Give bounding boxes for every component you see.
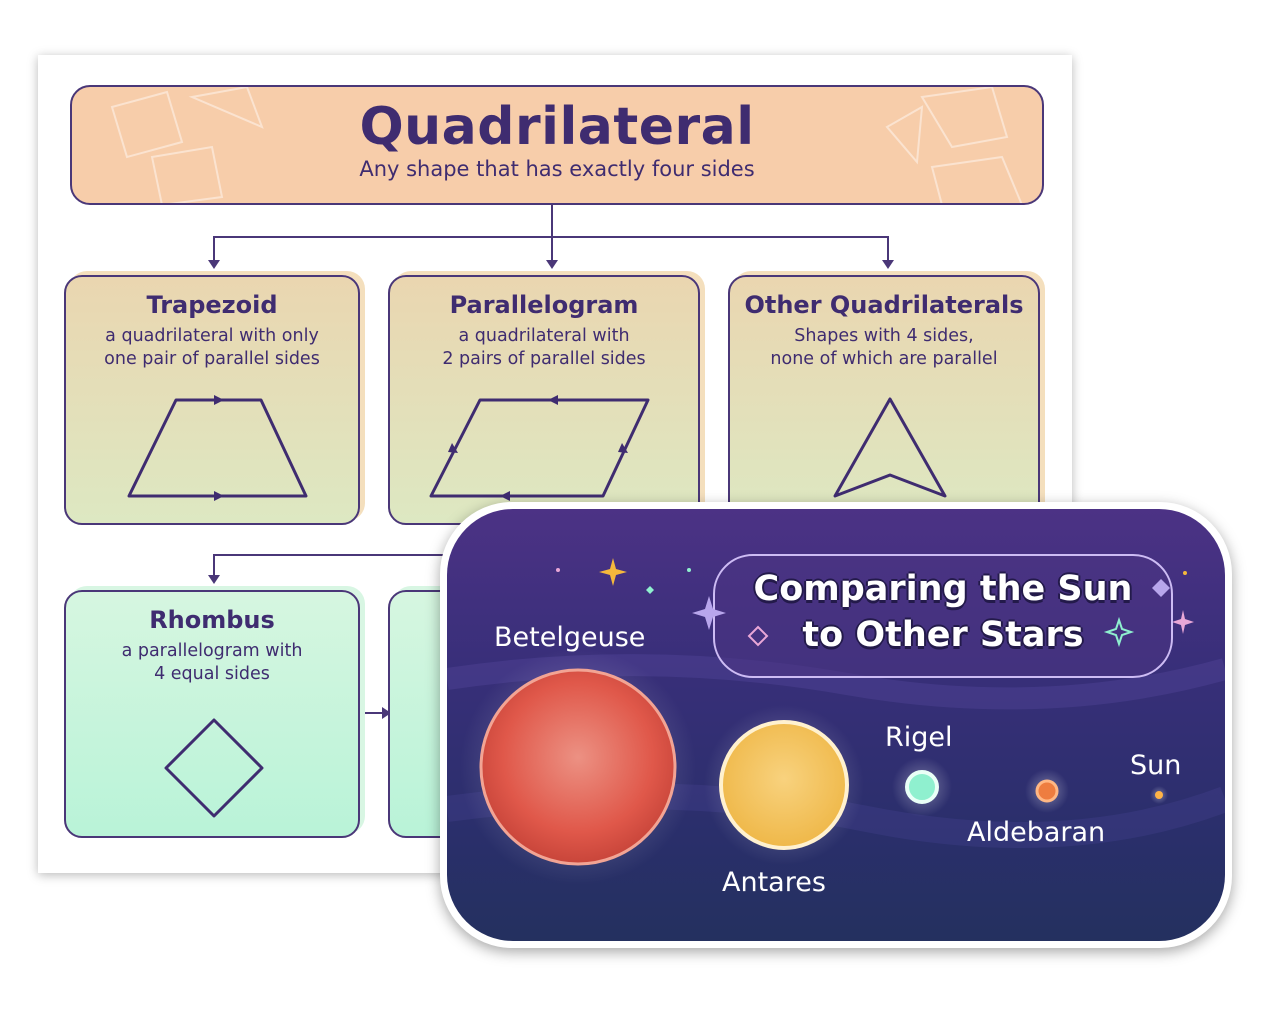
card-title: Parallelogram <box>449 291 639 319</box>
sparkle-icon <box>1172 610 1194 634</box>
label-aldebaran: Aldebaran <box>967 817 1106 848</box>
poster-subtitle: Any shape that has exactly four sides <box>359 157 755 181</box>
card-other-quadrilaterals: Other Quadrilaterals Shapes with 4 sides… <box>728 275 1040 525</box>
quadrilateral-poster: Quadrilateral Any shape that has exactly… <box>38 55 1072 873</box>
diamond-icon <box>646 586 654 594</box>
dot-icon <box>687 568 691 572</box>
trapezoid-icon <box>127 395 308 501</box>
stars-title: Comparing the Sun to Other Stars <box>713 554 1173 678</box>
label-betelgeuse: Betelgeuse <box>494 622 646 653</box>
stars-title-line1: Comparing the Sun <box>753 569 1133 609</box>
card-parallelogram: Parallelogram a quadrilateral with 2 pai… <box>388 275 700 525</box>
rigel-star <box>905 770 939 804</box>
card-title: Trapezoid <box>146 291 278 319</box>
dot-icon <box>556 568 560 572</box>
connector-lines <box>208 201 894 719</box>
rhombus-icon <box>164 718 264 818</box>
dart-shape-icon <box>833 397 947 498</box>
label-sun: Sun <box>1130 750 1182 781</box>
card-description: Shapes with 4 sides, none of which are p… <box>770 326 998 369</box>
card-description: a quadrilateral with only one pair of pa… <box>104 326 320 369</box>
card-description: a quadrilateral with 2 pairs of parallel… <box>442 326 646 369</box>
stars-comparison-card: Comparing the Sun to Other Stars Betelge… <box>440 502 1232 948</box>
card-title: Rhombus <box>149 606 275 634</box>
poster-header: Quadrilateral Any shape that has exactly… <box>70 85 1044 205</box>
antares-star <box>719 720 849 850</box>
header-decoration <box>110 87 1023 203</box>
parallelogram-icon <box>429 395 650 501</box>
card-description: a parallelogram with 4 equal sides <box>121 641 303 684</box>
label-rigel: Rigel <box>885 722 953 753</box>
betelgeuse-star <box>479 668 677 866</box>
card-title: Other Quadrilaterals <box>744 291 1024 319</box>
poster-title: Quadrilateral <box>359 97 755 157</box>
card-trapezoid: Trapezoid a quadrilateral with only one … <box>64 275 360 525</box>
aldebaran-star <box>1035 779 1059 803</box>
space-background: Comparing the Sun to Other Stars Betelge… <box>447 509 1225 941</box>
card-rhombus: Rhombus a parallelogram with 4 equal sid… <box>64 590 360 838</box>
label-antares: Antares <box>722 867 826 898</box>
stars-title-line2: to Other Stars <box>802 615 1084 655</box>
dot-icon <box>1183 571 1187 575</box>
star-illustrations <box>447 558 1225 885</box>
sparkle-icon <box>599 558 627 586</box>
sun-star <box>1155 791 1163 799</box>
